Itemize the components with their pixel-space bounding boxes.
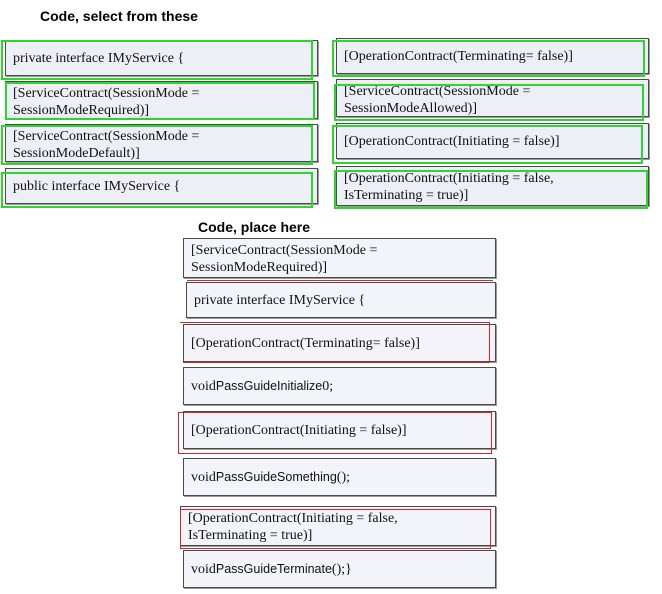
place-slot-8[interactable]: void PassGuideTerminate();} (183, 550, 496, 588)
select-item-left-1[interactable]: private interface IMyService { (5, 40, 318, 76)
slot-6-method: PassGuideSomething (215, 469, 337, 484)
select-item-left-2[interactable]: [ServiceContract(SessionMode = SessionMo… (5, 81, 318, 119)
place-slot-5[interactable]: [OperationContract(Initiating = false)] (183, 411, 496, 449)
place-slot-7[interactable]: [OperationContract(Initiating = false, I… (180, 506, 496, 546)
place-heading: Code, place here (198, 219, 311, 235)
select-heading: Code, select from these (40, 8, 198, 24)
place-slot-2[interactable]: private interface IMyService { (186, 282, 496, 318)
slot-8-pre: void (191, 561, 216, 577)
place-slot-6[interactable]: void PassGuideSomething(); (183, 458, 496, 496)
select-item-right-4[interactable]: [OperationContract(Initiating = false, I… (336, 166, 649, 206)
slot-4-method: PassGuideInitialize (215, 378, 323, 393)
select-item-right-2[interactable]: [ServiceContract(SessionMode = SessionMo… (336, 79, 649, 117)
select-item-left-3[interactable]: [ServiceContract(SessionMode = SessionMo… (5, 124, 318, 162)
slot-6-post: (); (336, 469, 351, 485)
slot-8-method: PassGuideTerminate (215, 561, 332, 576)
error-line-slot-2 (180, 322, 490, 323)
slot-8-post: ();} (331, 561, 352, 577)
slot-6-pre: void (191, 469, 216, 485)
select-item-right-3[interactable]: [OperationContract(Initiating = false)] (336, 123, 649, 159)
select-item-left-4[interactable]: public interface IMyService { (5, 168, 318, 204)
place-slot-3[interactable]: [OperationContract(Terminating= false)] (183, 324, 496, 362)
place-slot-1[interactable]: [ServiceContract(SessionMode = SessionMo… (183, 238, 496, 278)
slot-4-post: 0; (322, 378, 334, 394)
select-item-right-1[interactable]: [OperationContract(Terminating= false)] (336, 38, 649, 74)
error-line-slot-1 (187, 280, 493, 281)
slot-4-pre: void (191, 378, 216, 394)
